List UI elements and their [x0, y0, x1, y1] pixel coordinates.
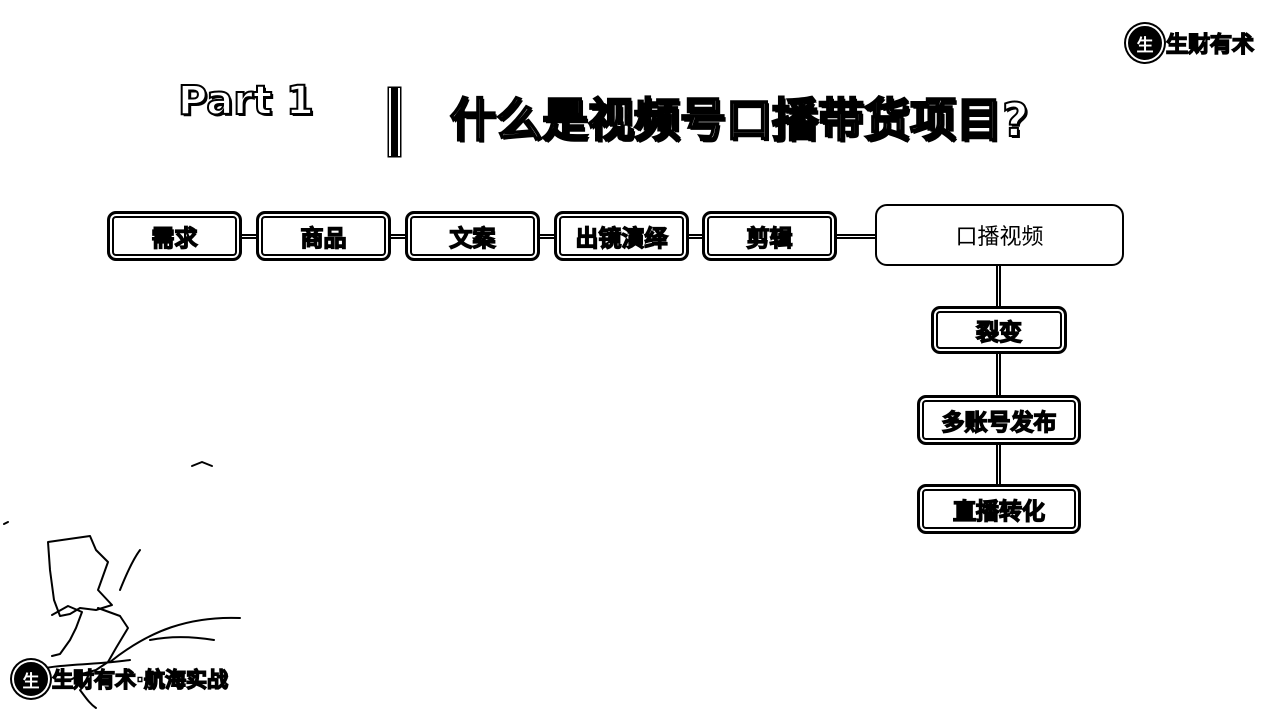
footer-logo-icon: 生 — [14, 662, 48, 696]
brand-logo: 生 生财有术 — [1127, 26, 1255, 60]
flow-connector — [242, 234, 256, 239]
flow-step-demand: 需求 — [107, 211, 242, 261]
flow-connector — [996, 445, 1001, 484]
footer-logo: 生 生财有术·航海实战 — [14, 662, 229, 696]
flow-connector — [540, 234, 554, 239]
flow-result-label: 口播视频 — [955, 225, 1044, 250]
flow-connector — [996, 354, 1001, 395]
flow-followup-label: 多账号发布 — [941, 409, 1057, 436]
flow-step-editing: 剪辑 — [702, 211, 837, 261]
flow-connector — [837, 234, 875, 239]
brand-logo-text: 生财有术 — [1165, 32, 1254, 58]
flow-step-performance: 出镜演绎 — [554, 211, 689, 261]
flow-connector — [996, 266, 1001, 306]
title-divider — [389, 88, 400, 156]
flow-followup-label: 裂变 — [975, 319, 1022, 346]
flow-step-label: 需求 — [151, 225, 198, 252]
footer-logo-text: 生财有术·航海实战 — [51, 667, 228, 692]
page-title: 什么是视频号口播带货项目? — [449, 92, 1030, 148]
flow-step-label: 商品 — [300, 225, 347, 252]
flow-step-label: 文案 — [449, 225, 496, 252]
flow-step-label: 剪辑 — [746, 225, 793, 252]
flow-result-video: 口播视频 — [875, 204, 1124, 266]
flow-followup-multi-account: 多账号发布 — [917, 395, 1081, 445]
flow-followup-label: 直播转化 — [952, 498, 1045, 525]
flow-followup-fission: 裂变 — [931, 306, 1067, 354]
brand-logo-icon: 生 — [1127, 26, 1162, 60]
flow-step-copywriting: 文案 — [405, 211, 540, 261]
part-label: Part 1 — [177, 77, 315, 125]
flow-step-product: 商品 — [256, 211, 391, 261]
flow-followup-live-conversion: 直播转化 — [917, 484, 1081, 534]
flow-connector — [689, 234, 702, 239]
flow-connector — [391, 234, 405, 239]
flow-step-label: 出镜演绎 — [575, 225, 668, 252]
